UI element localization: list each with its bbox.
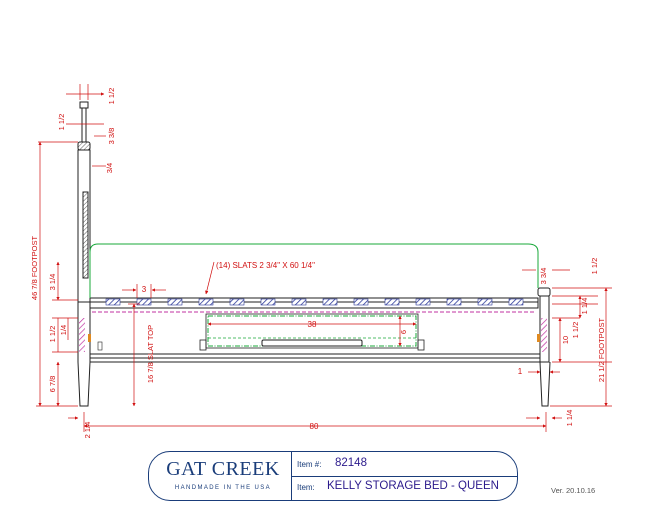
dimension-labels: 1 1/2 1 1/2 3 3/8 3/4 46 7/8 FOOTPOST 3 …	[30, 88, 606, 439]
storage-drawer	[97, 313, 425, 351]
pivot-mark	[537, 334, 540, 342]
side-rail-top	[89, 297, 539, 309]
title-block: GAT CREEK HANDMADE IN THE USA Item #: 82…	[148, 451, 518, 501]
mattress-outline	[89, 243, 539, 298]
slat	[415, 298, 431, 306]
dim-drawer-height: 6	[399, 330, 408, 334]
item-number: 82148	[335, 457, 367, 469]
dim-slat-top: 16 7/8 SLAT TOP	[146, 325, 155, 383]
dim-fp-cap-w: 3 3/4	[539, 268, 548, 285]
dim-post-neck-a: 3 3/8	[107, 128, 116, 145]
slat	[353, 298, 369, 306]
dim-post-inner: 3 1/4	[48, 274, 57, 291]
dim-fp-total: 21 1/2 FOOTPOST	[597, 317, 606, 382]
dim-post-cap-w: 1 1/2	[107, 88, 116, 105]
title-divider-horizontal	[291, 476, 517, 477]
bed-outline	[77, 101, 551, 407]
slat	[136, 298, 152, 306]
footpost-shaft	[539, 295, 550, 363]
dim-fp-side-a: 1 1/2	[571, 322, 580, 339]
dim-post-lower-b: 1/4	[59, 325, 68, 335]
dim-fp-side-b: 1 1/4	[580, 298, 589, 315]
dim-foot-gap-right: 1 1/4	[565, 410, 574, 427]
headpost-collar	[77, 141, 91, 151]
dim-fp-foot: 1	[518, 367, 523, 376]
slat	[229, 298, 245, 306]
dim-slats-note: (14) SLATS 2 3/4" X 60 1/4"	[216, 261, 315, 270]
slat-row	[105, 298, 524, 306]
dim-foot-gap-left: 2 1/4	[83, 422, 92, 439]
dim-post-neck-b: 3/4	[105, 163, 114, 173]
footpost-leg	[539, 361, 551, 407]
slat	[167, 298, 183, 306]
slat	[384, 298, 400, 306]
version-label: Ver. 20.10.16	[551, 486, 596, 495]
dim-fp-top: 10	[561, 336, 570, 344]
slat	[260, 298, 276, 306]
footpost-rail-hatch	[541, 318, 547, 352]
dim-post-cap-h: 1 1/2	[57, 114, 66, 131]
headpost-leg	[77, 302, 91, 407]
slat	[508, 298, 524, 306]
headpost-shaft-hatch	[82, 191, 89, 279]
dim-fp-cap-h: 1 1/2	[590, 258, 599, 275]
pivot-mark	[88, 334, 91, 342]
dim-post-tall: 46 7/8 FOOTPOST	[30, 235, 39, 300]
dim-slat-gap: 3	[142, 285, 147, 294]
dim-post-lower-a: 1 1/2	[48, 326, 57, 343]
dim-overall-length: 80	[310, 422, 319, 431]
dimension-lines	[36, 84, 612, 432]
brand-logo: GAT CREEK HANDMADE IN THE USA	[149, 452, 291, 500]
slat	[198, 298, 214, 306]
slat	[446, 298, 462, 306]
slat	[477, 298, 493, 306]
slat	[291, 298, 307, 306]
headpost-shaft	[77, 149, 91, 303]
brand-name: GAT CREEK	[166, 458, 280, 480]
item-name: KELLY STORAGE BED - QUEEN	[327, 480, 499, 492]
slat	[105, 298, 121, 306]
dim-drawer-width: 38	[308, 320, 317, 329]
drawer-pull	[261, 339, 363, 347]
headpost-cap	[79, 101, 89, 109]
dim-post-foot: 6 7/8	[48, 376, 57, 393]
brand-tagline: HANDMADE IN THE USA	[174, 485, 272, 491]
item-number-label: Item #:	[297, 460, 322, 469]
slat	[322, 298, 338, 306]
footpost-cap	[537, 287, 551, 297]
item-label: Item:	[297, 483, 315, 492]
headpost-rail-hatch	[79, 318, 85, 352]
